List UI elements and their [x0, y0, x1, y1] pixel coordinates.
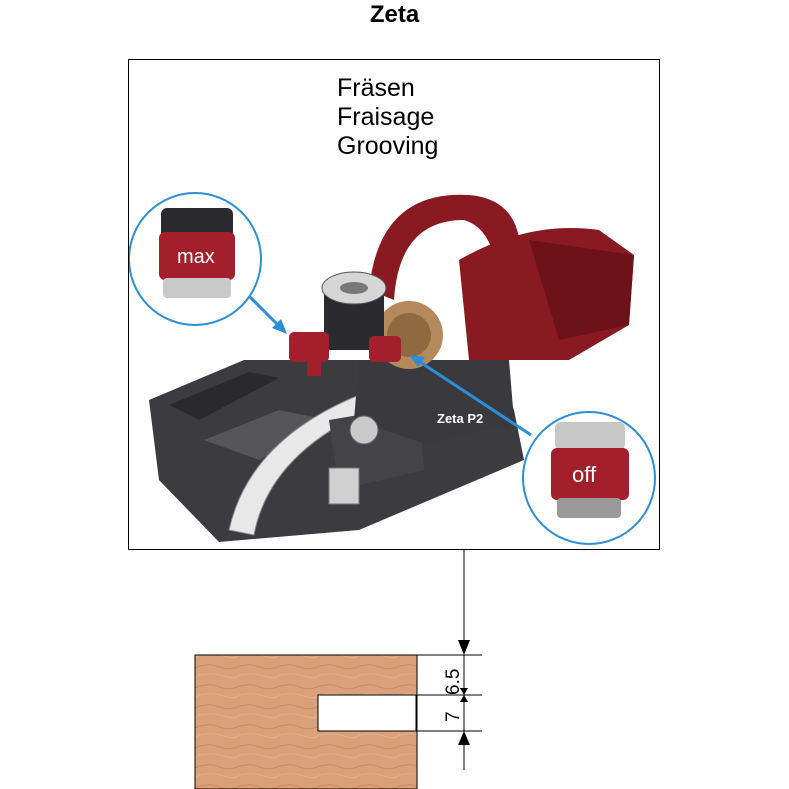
- label-english: Grooving: [337, 132, 439, 160]
- label-french: Fraisage: [337, 103, 435, 131]
- machine-label: Zeta P2: [437, 411, 483, 426]
- label-german: Fräsen: [337, 74, 415, 102]
- handle: [369, 194, 521, 300]
- dim-groove-width: 7: [443, 711, 464, 722]
- max-label: max: [177, 246, 215, 268]
- dim-top-offset: 6.5: [443, 669, 464, 695]
- groove-slot: [317, 694, 417, 732]
- page-title: Zeta: [369, 1, 420, 28]
- biscuit-joiner-illustration: Zeta P2 max off: [129, 192, 656, 545]
- machine-photo-panel: Fräsen Fraisage Grooving Z: [128, 59, 660, 550]
- callout-max-dial: max: [129, 192, 262, 326]
- operation-labels: Fräsen Fraisage Grooving: [337, 74, 438, 161]
- callout-off-dial: off: [522, 411, 656, 545]
- off-label: off: [572, 462, 597, 487]
